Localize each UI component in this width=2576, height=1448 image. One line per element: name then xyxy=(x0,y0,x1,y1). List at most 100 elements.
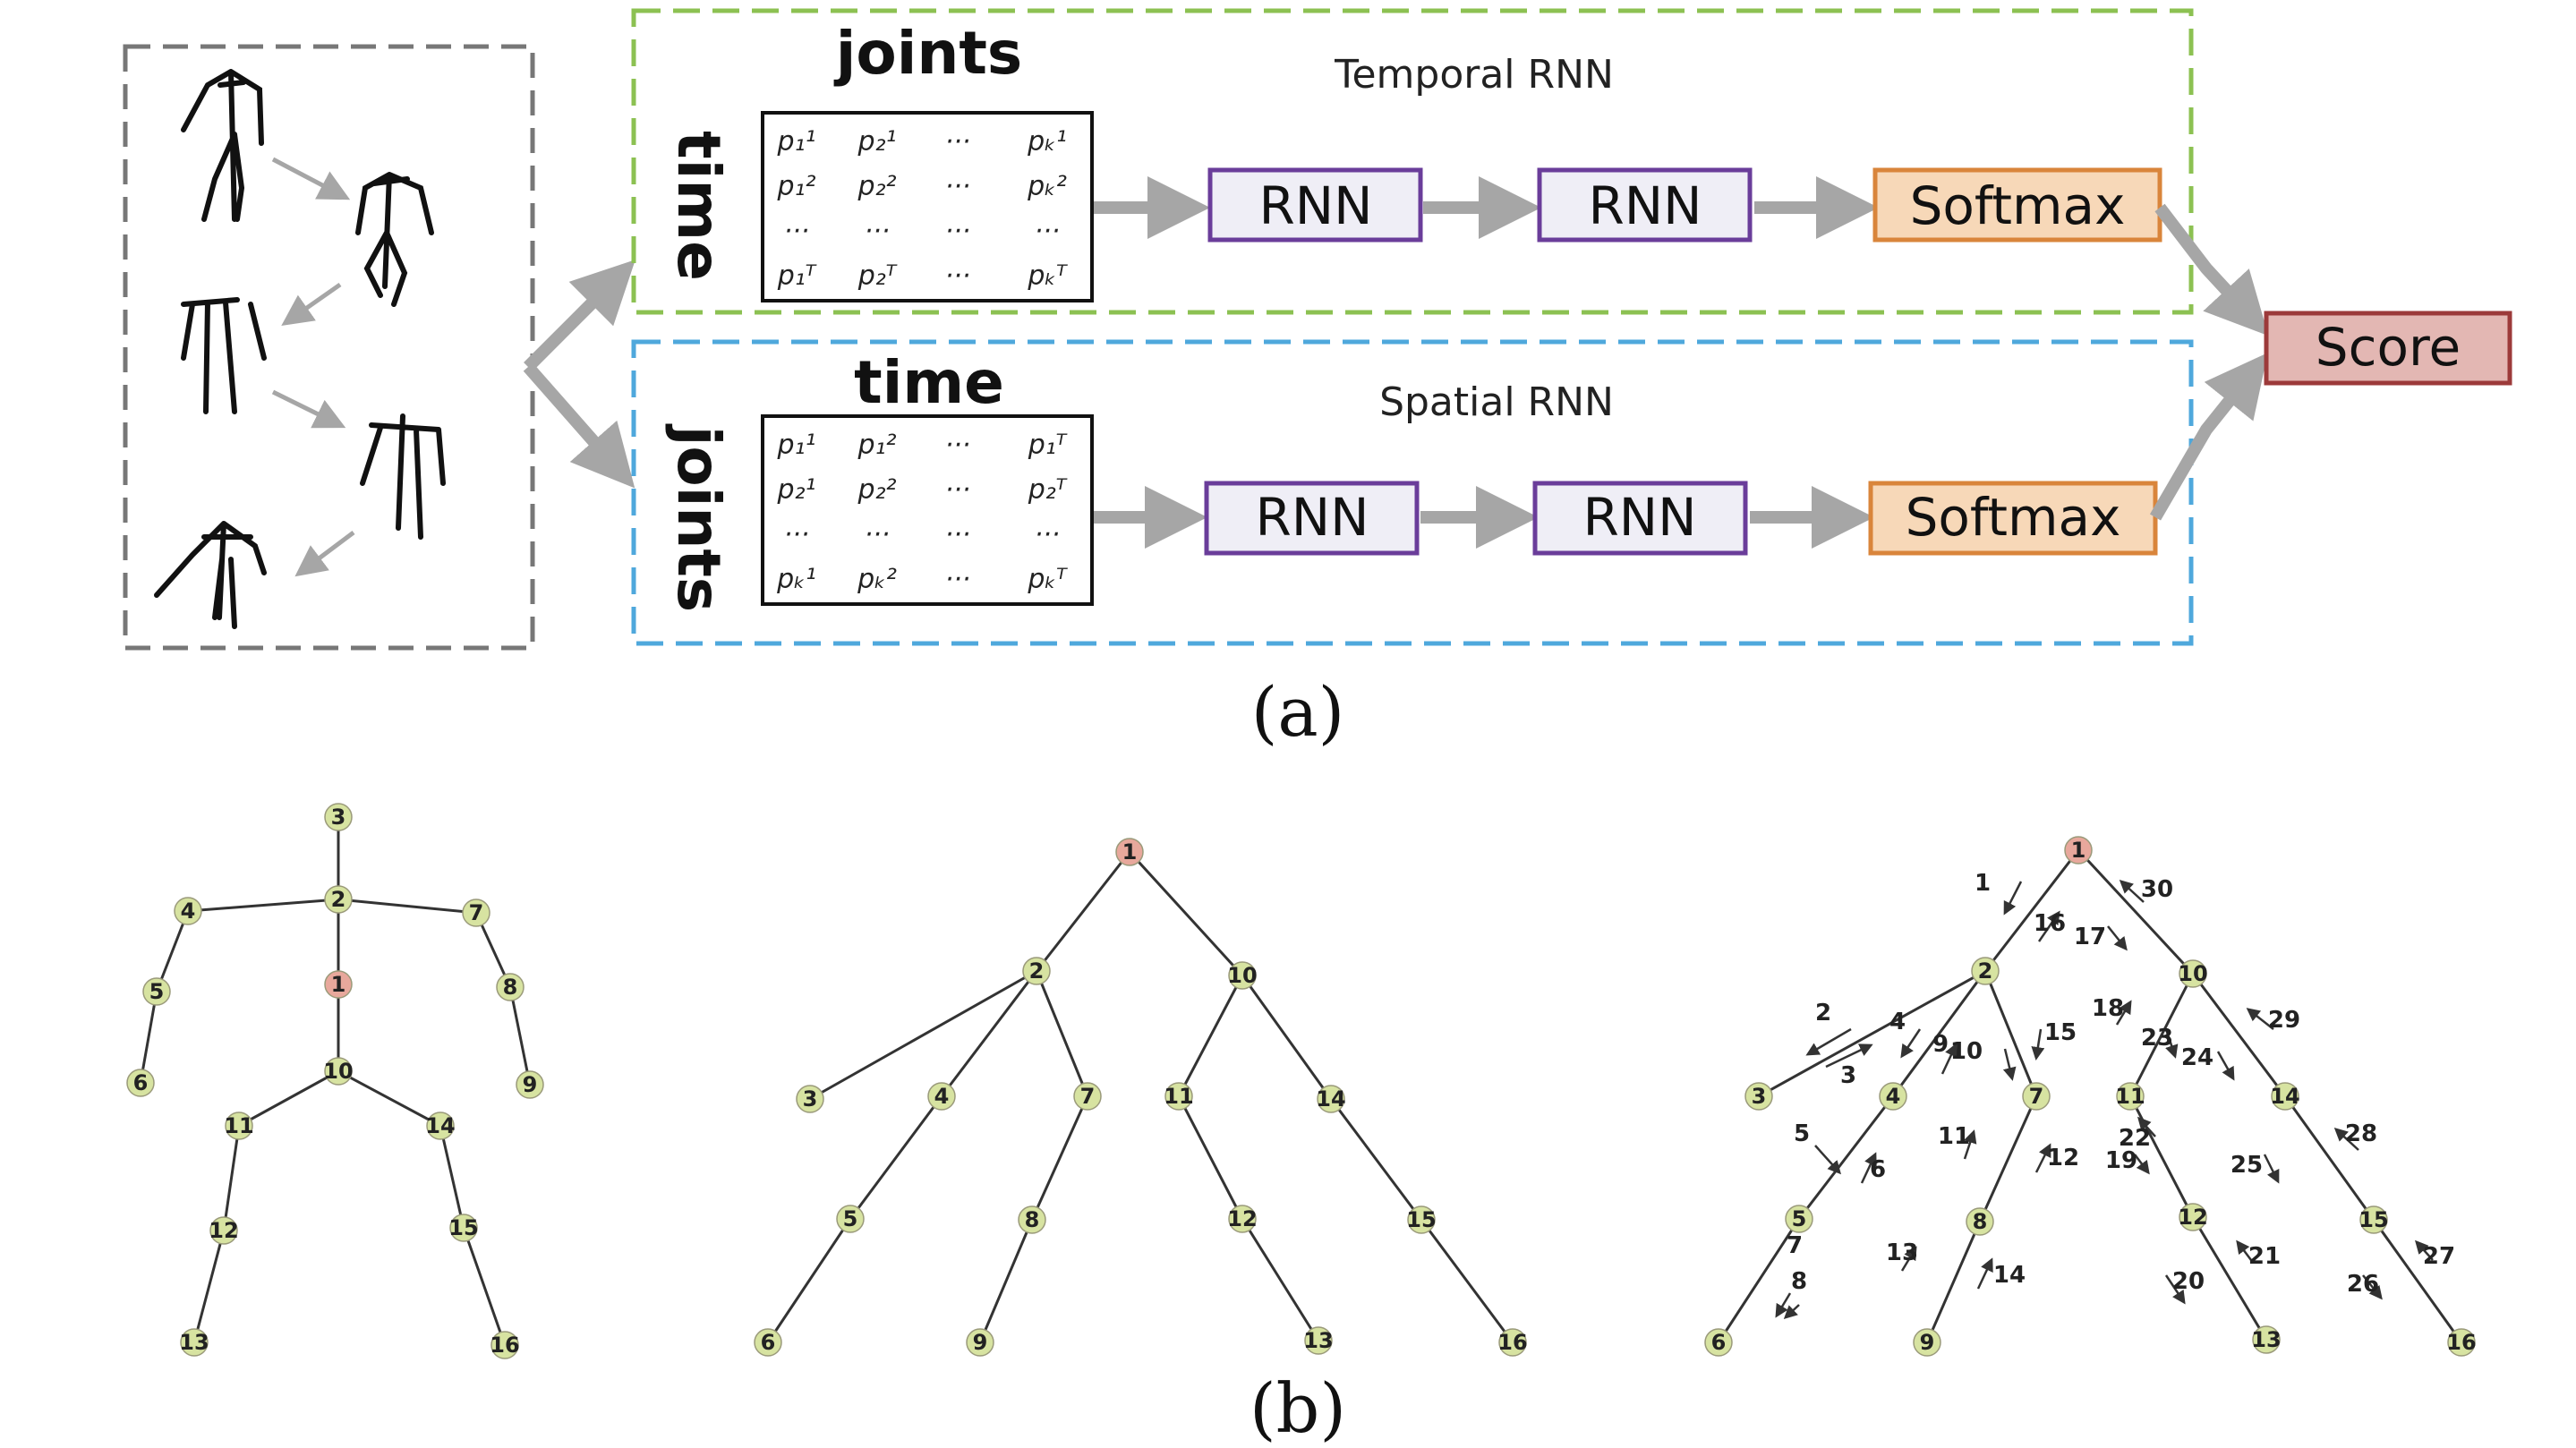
traversal-step-label: 1 xyxy=(1975,870,1991,897)
temporal-matrix-cell: p₁ᵀ xyxy=(777,260,817,292)
tree-node-label: 13 xyxy=(1303,1328,1333,1353)
spatial-rnn-title: Spatial RNN xyxy=(1379,379,1614,425)
spatial-rnn-2-label: RNN xyxy=(1582,487,1696,548)
tree-node xyxy=(927,1082,956,1111)
tree-node xyxy=(1304,1326,1333,1355)
traversal-node xyxy=(2179,959,2207,988)
tree-node-label: 11 xyxy=(1164,1084,1193,1109)
traversal-step-arrow xyxy=(2236,1239,2252,1261)
traversal-node xyxy=(1785,1205,1813,1233)
traversal-step-label: 27 xyxy=(2423,1243,2455,1270)
traversal-step-label: 25 xyxy=(2231,1152,2263,1179)
tree-edge xyxy=(978,1219,1034,1343)
score-merge-arrows xyxy=(2149,203,2269,521)
spatial-matrix-cell: p₁¹ xyxy=(776,430,815,461)
skeleton-node-label: 16 xyxy=(490,1333,519,1358)
tree-edge xyxy=(1035,851,1131,972)
skeleton-node-label: 9 xyxy=(523,1072,538,1097)
skeleton-node xyxy=(180,1328,209,1357)
tree-node-label: 12 xyxy=(1227,1206,1257,1231)
traversal-node xyxy=(2252,1325,2281,1354)
temporal-rnn-1-box xyxy=(1207,167,1423,243)
traversal-step-arrow xyxy=(1900,1028,1922,1059)
traversal-edge xyxy=(1983,849,2080,972)
skeleton-edge xyxy=(192,1230,226,1343)
temporal-matrix-top-label: joints xyxy=(833,19,1022,88)
tree-edge xyxy=(1329,1098,1423,1221)
temporal-matrix-cell: p₂ᵀ xyxy=(857,260,898,292)
traversal-step-label: 29 xyxy=(2268,1007,2300,1034)
traversal-step-arrow xyxy=(2333,1127,2359,1151)
spatial-softmax-box xyxy=(1868,481,2158,556)
traversal-step-arrow xyxy=(2246,1008,2274,1030)
traversal-edge xyxy=(2191,973,2287,1097)
spatial-matrix-cell: ··· xyxy=(945,430,971,461)
temporal-rnn-2-box xyxy=(1537,167,1753,243)
fork-arrows xyxy=(523,260,635,489)
tree-edge xyxy=(849,1095,943,1220)
spatial-rnn-1-box xyxy=(1204,481,1420,556)
skeleton-node-label: 3 xyxy=(331,805,346,830)
tree-node-label: 9 xyxy=(973,1330,988,1355)
traversal-step-arrow xyxy=(1976,1257,1993,1290)
traversal-step-label: 12 xyxy=(2047,1145,2079,1171)
skeleton-node xyxy=(462,899,490,927)
traversal-edge xyxy=(2077,848,2195,975)
traversal-node xyxy=(2447,1328,2476,1357)
traversal-step-arrow xyxy=(1963,1129,1977,1160)
traversal-step-arrow xyxy=(1825,1043,1873,1069)
spatial-softmax-label: Softmax xyxy=(1906,487,2121,548)
skeleton-node xyxy=(496,973,525,1001)
traversal-node-label: 11 xyxy=(2115,1084,2145,1109)
skeleton-node-label: 1 xyxy=(331,972,346,997)
tree-edge xyxy=(1177,1095,1244,1220)
traversal-node xyxy=(2064,836,2093,865)
traversal-node-label: 9 xyxy=(1920,1330,1935,1355)
traversal-edge xyxy=(2128,1095,2195,1218)
spatial-rnn-2-box xyxy=(1532,481,1748,556)
traversal-step-label: 18 xyxy=(2092,995,2124,1022)
skeleton-sketch-2 xyxy=(355,172,434,307)
traversal-node xyxy=(2022,1082,2051,1111)
traversal-node-label: 16 xyxy=(2446,1330,2476,1355)
traversal-step-arrow xyxy=(2107,925,2128,951)
tree-node xyxy=(966,1328,994,1357)
tree-node xyxy=(1115,838,1144,866)
score-label: Score xyxy=(2316,317,2461,378)
tree-node xyxy=(1164,1082,1193,1111)
temporal-matrix-cell: p₁¹ xyxy=(776,126,815,158)
traversal-step-arrow xyxy=(1805,1027,1852,1056)
tree-node-label: 14 xyxy=(1316,1086,1345,1112)
traversal-step-label: 14 xyxy=(1993,1262,2026,1289)
skeleton-edge xyxy=(337,898,477,915)
skeleton-node xyxy=(324,970,353,999)
skeleton-sketch-4 xyxy=(360,413,446,540)
tree-node xyxy=(1407,1205,1436,1234)
traversal-step-label: 6 xyxy=(1870,1156,1886,1183)
tree-node xyxy=(1498,1328,1527,1357)
traversal-step-arrow xyxy=(1814,1145,1842,1175)
traversal-node-label: 2 xyxy=(1978,958,1993,984)
skeleton-node xyxy=(449,1214,478,1242)
traversal-step-arrow xyxy=(1783,1304,1800,1320)
score-box xyxy=(2264,311,2512,386)
skeleton-node-label: 11 xyxy=(224,1113,253,1138)
skeleton-node xyxy=(142,977,171,1006)
traversal-step-label: 28 xyxy=(2345,1120,2377,1147)
spatial-matrix-cell: ··· xyxy=(945,474,971,506)
sequence-arrows xyxy=(271,157,355,577)
tree-node xyxy=(1228,1205,1257,1233)
tree-edge xyxy=(1241,1218,1320,1342)
temporal-rnn-2-label: RNN xyxy=(1588,175,1702,236)
temporal-softmax-label: Softmax xyxy=(1910,175,2126,236)
tree-node-label: 6 xyxy=(761,1330,776,1355)
skeleton-node-label: 6 xyxy=(133,1070,149,1095)
traversal-step-arrow xyxy=(2216,1051,2235,1081)
traversal-node xyxy=(2179,1203,2207,1231)
traversal-node-label: 12 xyxy=(2178,1205,2207,1230)
traversal-edge xyxy=(1758,969,1986,1098)
